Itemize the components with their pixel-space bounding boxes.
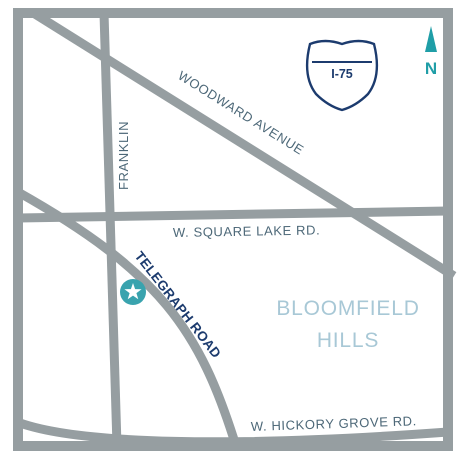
telegraph-road-label: TELEGRAPH ROAD (132, 249, 224, 361)
w-square-lake-road (17, 206, 449, 223)
telegraph-road (15, 188, 241, 448)
bloomfield-hills-area-label: BLOOMFIELD HILLS (276, 297, 419, 352)
area-label-line2: HILLS (317, 329, 379, 352)
compass-letter: N (425, 59, 437, 78)
i75-shield: I-75 (305, 39, 379, 112)
shield-label: I-75 (331, 67, 353, 81)
location-marker (120, 279, 146, 305)
shield-outline (305, 39, 379, 112)
road-network (15, 10, 457, 448)
franklin-road (99, 12, 122, 447)
area-label-line1: BLOOMFIELD (276, 297, 419, 320)
star-icon (124, 283, 142, 300)
w-hickory-grove-road (18, 418, 449, 447)
franklin-label: FRANKLIN (116, 121, 131, 190)
north-arrow-icon (425, 26, 437, 52)
w-hickory-grove-label: W. HICKORY GROVE RD. (251, 413, 418, 434)
w-square-lake-label: W. SQUARE LAKE RD. (173, 222, 321, 240)
north-compass: N (425, 26, 437, 78)
